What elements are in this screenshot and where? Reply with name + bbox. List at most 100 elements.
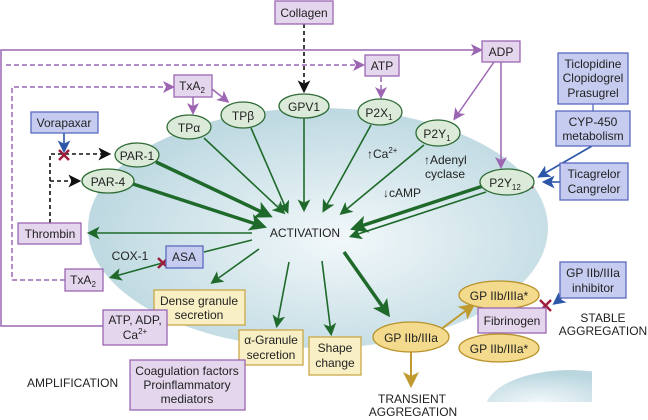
svg-text:P2Y12: P2Y12 (489, 176, 521, 192)
par4-receptor: PAR-4 (81, 168, 135, 194)
svg-text:GP IIb/IIIa: GP IIb/IIIa (384, 331, 438, 345)
p2y12-receptor: P2Y12 (479, 168, 535, 196)
gp-active-bottom: GP IIb/IIIa* (458, 333, 540, 363)
fibrinogen-box: Fibrinogen (477, 307, 547, 334)
svg-text:secretion: secretion (175, 308, 224, 322)
svg-text:ATP: ATP (371, 59, 393, 73)
vorapaxar-block-icon (58, 149, 70, 161)
tpb-arrow (250, 127, 290, 214)
gp-active-top: GP IIb/IIIa* (458, 280, 540, 310)
dense-granule-arrow (210, 248, 260, 284)
alpha-granule-arrow (272, 261, 290, 329)
svg-text:mediators: mediators (161, 392, 214, 406)
cox1-label: COX-1 (112, 249, 149, 263)
gpv1-receptor: GPV1 (278, 93, 330, 119)
svg-text:Fibrinogen: Fibrinogen (484, 314, 541, 328)
svg-text:ATP, ADP,: ATP, ADP, (108, 313, 161, 327)
transient-label-2: AGGREGATION (369, 405, 457, 419)
second-platelet (486, 370, 592, 402)
ca-increase-label: ↑Ca2+ (367, 146, 398, 161)
tp-beta-receptor: TPβ (220, 101, 266, 129)
shape-change-arrow (321, 260, 337, 337)
par1-receptor: PAR-1 (114, 142, 160, 168)
svg-text:P2Y1: P2Y1 (423, 127, 451, 143)
stable-label-2: AGGREGATION (559, 324, 647, 338)
p2y1-receptor: P2Y1 (415, 119, 461, 147)
gp-iib-iiia: GP IIb/IIIa (372, 321, 450, 353)
p2x1-arrow (322, 124, 372, 213)
svg-text:α-Granule: α-Granule (244, 333, 298, 347)
svg-text:Thrombin: Thrombin (25, 227, 76, 241)
svg-text:GPV1: GPV1 (288, 100, 320, 114)
activation-gp-arrow (439, 303, 476, 331)
tpa-arrow (203, 137, 286, 215)
platelet-cell (88, 108, 548, 348)
svg-text:Proinflammatory: Proinflammatory (143, 378, 230, 392)
gp-arrow (342, 250, 391, 318)
activation-label: ACTIVATION (270, 226, 340, 240)
p2y12-arrow-thick (350, 184, 484, 233)
adp-box: ADP (481, 40, 521, 63)
svg-text:Ticagrelor: Ticagrelor (568, 167, 621, 181)
svg-text:ADP: ADP (489, 45, 514, 59)
svg-text:Collagen: Collagen (280, 6, 327, 20)
svg-text:GP IIb/IIIa*: GP IIb/IIIa* (470, 342, 529, 356)
svg-text:Cangrelor: Cangrelor (568, 182, 621, 196)
svg-text:CYP-450: CYP-450 (569, 115, 618, 129)
svg-text:PAR-4: PAR-4 (91, 175, 126, 189)
svg-text:TPα: TPα (178, 121, 200, 135)
adp-feedback-line (0, 44, 483, 327)
collagen-box: Collagen (274, 0, 334, 25)
svg-text:Shape: Shape (318, 341, 353, 355)
svg-text:Clopidogrel: Clopidogrel (563, 71, 624, 85)
svg-text:inhibitor: inhibitor (572, 281, 614, 295)
atp-box: ATP (364, 54, 400, 77)
txa2-feedback-line (11, 81, 175, 281)
thrombin-box: Thrombin (17, 222, 82, 245)
txa2-bottom-box: TxA2 (64, 268, 104, 292)
txa2-output-arrow (108, 261, 167, 281)
svg-text:Ca2+: Ca2+ (123, 327, 148, 342)
svg-text:TxA2: TxA2 (70, 273, 96, 289)
svg-text:Dense granule: Dense granule (160, 294, 238, 308)
stable-label: STABLE (580, 311, 625, 325)
svg-text:TxA2: TxA2 (179, 79, 205, 95)
svg-text:secretion: secretion (247, 348, 296, 362)
svg-text:TPβ: TPβ (232, 109, 254, 123)
thrombin-par1-arrow (49, 147, 112, 223)
svg-text:Vorapaxar: Vorapaxar (37, 116, 92, 130)
p2x1-receptor: P2X1 (357, 98, 403, 126)
svg-text:GP IIb/IIIa*: GP IIb/IIIa* (470, 289, 529, 303)
svg-text:GP IIb/IIIa: GP IIb/IIIa (566, 266, 620, 280)
svg-text:Ticlopidine: Ticlopidine (565, 57, 622, 71)
svg-text:Prasugrel: Prasugrel (567, 86, 618, 100)
atp-adp-ca-box: ATP, ADP,Ca2+ (102, 309, 168, 346)
par4-arrow (132, 182, 267, 231)
amplification-label: AMPLIFICATION (27, 376, 118, 390)
tp-alpha-receptor: TPα (166, 114, 212, 140)
vorapaxar-box: Vorapaxar (30, 111, 99, 134)
cyp450-arrow (537, 145, 593, 178)
adenyl-cyclase-label: ↑Adenyl (424, 153, 467, 167)
txa2-top-box: TxA2 (173, 74, 213, 98)
coagulation-box: Coagulation factorsProinflammatorymediat… (129, 359, 246, 411)
svg-text:PAR-1: PAR-1 (120, 149, 155, 163)
par1-arrow (155, 160, 273, 218)
asa-line (203, 239, 253, 253)
transient-label: TRANSIENT (378, 392, 447, 406)
svg-text:metabolism: metabolism (562, 129, 623, 143)
svg-text:P2X1: P2X1 (365, 106, 393, 122)
adenyl-cyclase-label-2: cyclase (425, 167, 465, 181)
svg-text:ASA: ASA (172, 250, 196, 264)
svg-text:change: change (315, 356, 355, 370)
p2y12-arrow (348, 191, 487, 240)
adp-p2y1-arrow (453, 61, 495, 121)
svg-text:Coagulation factors: Coagulation factors (135, 364, 238, 378)
